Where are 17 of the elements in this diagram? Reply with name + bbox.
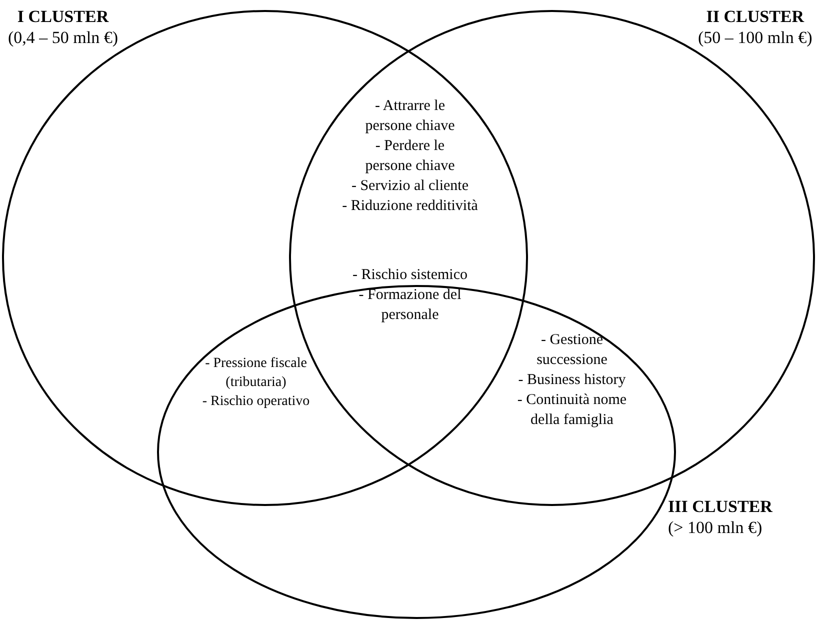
set-title: I CLUSTER	[16, 6, 110, 27]
list-item: - Perdere le persone chiave	[364, 137, 456, 176]
set-range: (> 100 mln €)	[668, 517, 764, 538]
set-title: III CLUSTER	[668, 496, 772, 517]
list-item: - Business history	[517, 371, 627, 390]
list-item: - Riduzione redditività	[341, 197, 479, 216]
set-range: (50 – 100 mln €)	[698, 27, 812, 48]
list-item: - Pressione fiscale (tributaria)	[204, 355, 308, 392]
set-title: II CLUSTER	[705, 6, 806, 27]
list-item: - Gestione successione	[536, 331, 608, 370]
list-item: - Rischio sistemico	[352, 266, 468, 285]
list-item: - Formazione del personale	[358, 286, 462, 325]
list-item: - Servizio al cliente	[350, 177, 470, 196]
list-item: - Attrarre le persone chiave	[364, 97, 456, 136]
list-item: - Continuità nome della famiglia	[516, 391, 628, 430]
set-range: (0,4 – 50 mln €)	[8, 27, 118, 48]
list-item: - Rischio operativo	[201, 393, 311, 411]
